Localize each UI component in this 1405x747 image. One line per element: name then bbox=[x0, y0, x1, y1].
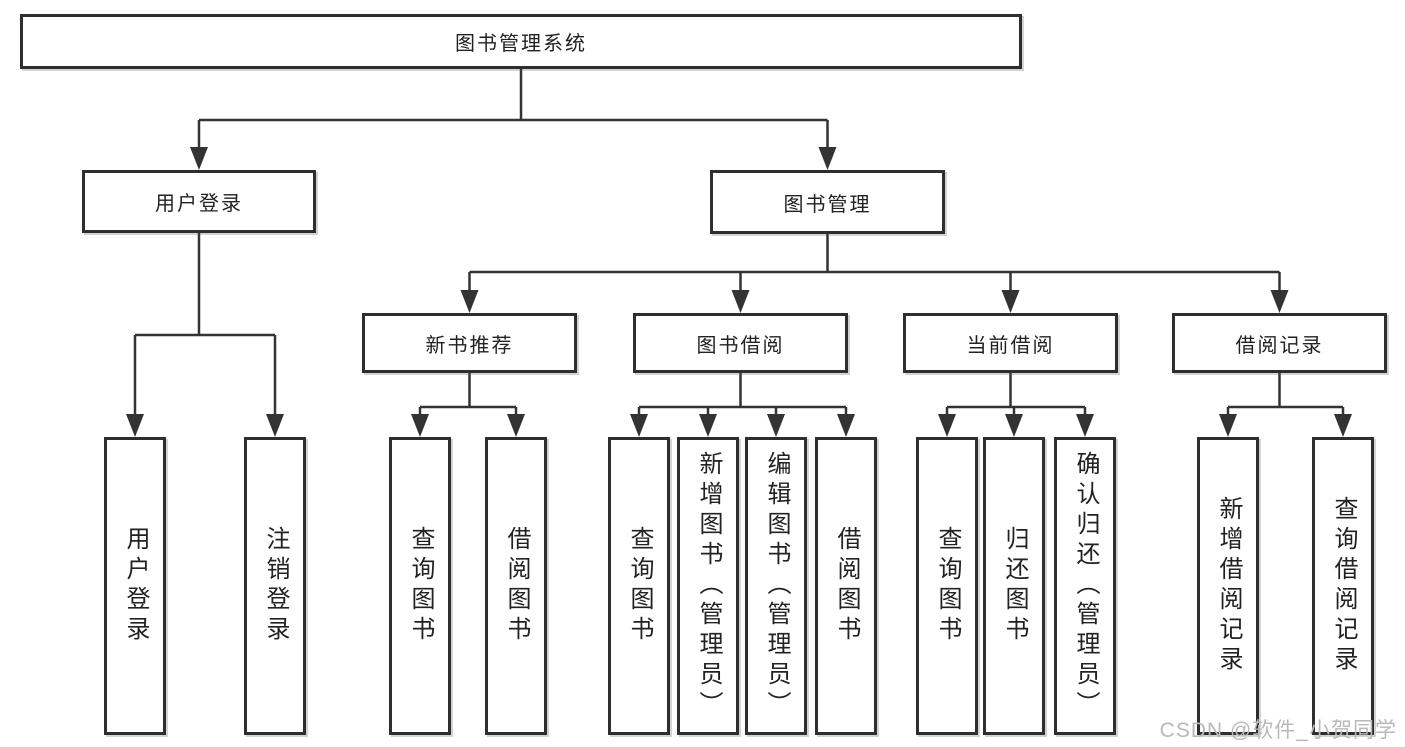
node-label: 确认归还（管理员） bbox=[1072, 451, 1099, 721]
node-label: 归还图书 bbox=[1001, 526, 1028, 646]
node-current-borrow: 当前借阅 bbox=[903, 313, 1118, 373]
node-label: 新增借阅记录 bbox=[1215, 496, 1242, 676]
node-label: 查询图书 bbox=[934, 526, 961, 646]
node-label: 借阅图书 bbox=[833, 526, 860, 646]
node-label: 编辑图书（管理员） bbox=[763, 451, 790, 721]
node-add-books-admin: 新增图书（管理员） bbox=[677, 437, 739, 735]
node-logout: 注销登录 bbox=[244, 437, 306, 735]
node-return-books: 归还图书 bbox=[983, 437, 1045, 735]
node-query-borrow-record: 查询借阅记录 bbox=[1312, 437, 1374, 735]
node-user-login: 用户登录 bbox=[82, 170, 316, 233]
node-edit-books-admin: 编辑图书（管理员） bbox=[745, 437, 807, 735]
node-book-management: 图书管理 bbox=[710, 170, 945, 234]
node-label: 新增图书（管理员） bbox=[695, 451, 722, 721]
node-label: 借阅图书 bbox=[503, 526, 530, 646]
node-query-books-3: 查询图书 bbox=[916, 437, 978, 735]
node-user-login-leaf: 用户登录 bbox=[104, 437, 166, 735]
node-label: 查询借阅记录 bbox=[1330, 496, 1357, 676]
node-label: 查询图书 bbox=[407, 526, 434, 646]
node-borrow-records: 借阅记录 bbox=[1172, 313, 1387, 373]
csdn-watermark: CSDN @软件_小贺同学 bbox=[1159, 719, 1397, 742]
node-confirm-return-admin: 确认归还（管理员） bbox=[1054, 437, 1116, 735]
node-label: 注销登录 bbox=[262, 526, 289, 646]
node-borrow-books-2: 借阅图书 bbox=[815, 437, 877, 735]
node-book-borrow: 图书借阅 bbox=[633, 313, 848, 373]
node-query-books-1: 查询图书 bbox=[389, 437, 451, 735]
node-new-book-recommend: 新书推荐 bbox=[362, 313, 577, 373]
node-label: 查询图书 bbox=[626, 526, 653, 646]
node-root-system: 图书管理系统 bbox=[20, 14, 1022, 69]
node-label: 用户登录 bbox=[122, 526, 149, 646]
node-add-borrow-record: 新增借阅记录 bbox=[1197, 437, 1259, 735]
node-query-books-2: 查询图书 bbox=[608, 437, 670, 735]
node-borrow-books-1: 借阅图书 bbox=[485, 437, 547, 735]
